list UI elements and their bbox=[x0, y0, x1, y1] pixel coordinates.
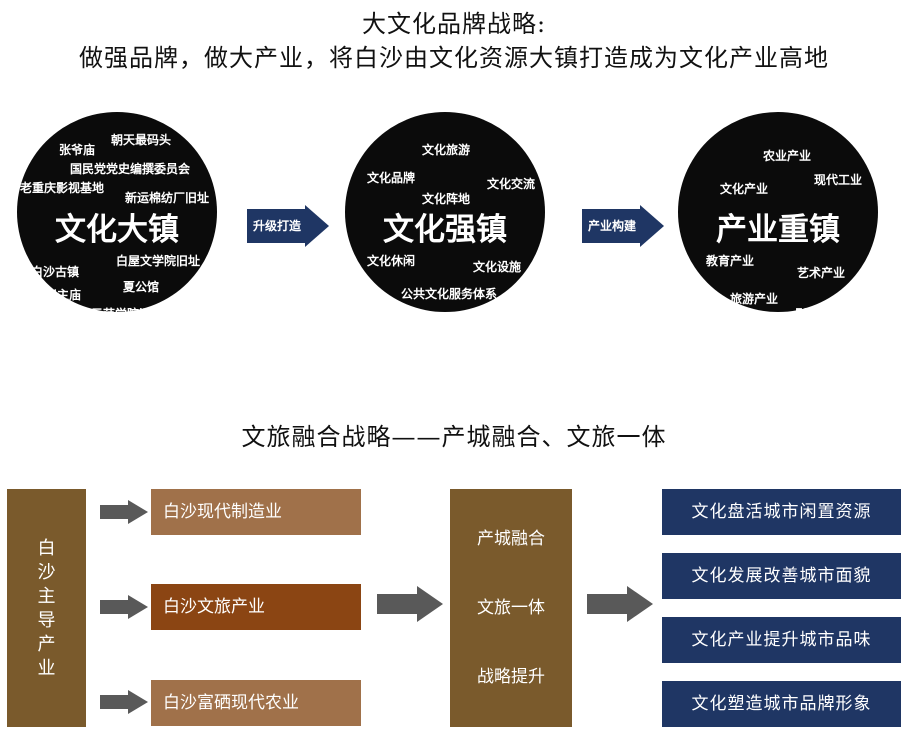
circle-item: 川主庙 bbox=[45, 288, 82, 302]
circle-item: 白屋文学院旧址 bbox=[116, 254, 201, 268]
circle-item: 现代工业 bbox=[814, 173, 863, 187]
industry-box: 白沙富硒现代农业 bbox=[151, 680, 361, 726]
circle-item: 女子示范学院旧址 bbox=[67, 307, 164, 321]
circle-item: 老重庆影视基地 bbox=[20, 181, 105, 195]
circle-item: 新运棉纺厂旧址 bbox=[125, 191, 210, 205]
circle-culture-strong-town: 文化强镇 文化旅游 文化品牌 文化交流 文化阵地 文化休闲 文化设施 公共文化服… bbox=[345, 112, 545, 328]
strategy-subtitle: 做强品牌，做大产业，将白沙由文化资源大镇打造成为文化产业高地 bbox=[79, 44, 829, 72]
circle-item: 文化产业 bbox=[720, 182, 769, 196]
industry-box: 白沙文旅产业 bbox=[151, 584, 361, 630]
upgrade-arrow-label: 升级打造 bbox=[247, 209, 307, 243]
industry-box: 白沙现代制造业 bbox=[151, 489, 361, 535]
arrow-right-icon bbox=[100, 595, 148, 619]
circle-item: 教育产业 bbox=[706, 254, 755, 268]
strategy-line: 战略提升 bbox=[477, 667, 545, 687]
circle-item: 文化设施 bbox=[473, 260, 522, 274]
circle-item: 国民党党史编撰委员会 bbox=[70, 162, 191, 176]
circle-item: 朝天最码头 bbox=[111, 133, 172, 147]
industry-build-arrow: 产业构建 bbox=[582, 205, 664, 247]
circle-item: 农业产业 bbox=[763, 149, 812, 163]
upgrade-arrow: 升级打造 bbox=[247, 205, 329, 247]
leading-industry-box: 白沙主导产业 bbox=[7, 489, 86, 727]
industry-build-arrow-label: 产业构建 bbox=[582, 209, 642, 243]
arrow-head-icon bbox=[305, 205, 329, 247]
circle-item: 文化品牌 bbox=[367, 171, 416, 185]
circle-culture-town: 文化大镇 张爷庙 朝天最码头 国民党党史编撰委员会 老重庆影视基地 新运棉纺厂旧… bbox=[17, 112, 217, 321]
arrow-right-icon bbox=[100, 500, 148, 524]
circle-item: 张爷庙 bbox=[59, 143, 96, 157]
strategy-box: 产城融合 文旅一体 战略提升 bbox=[450, 489, 572, 727]
circle-item: 文化交流 bbox=[487, 177, 536, 191]
arrow-right-icon bbox=[100, 690, 148, 714]
circle-industry-town: 产业重镇 农业产业 文化产业 现代工业 教育产业 艺术产业 旅游产业 影视产业 bbox=[678, 112, 878, 321]
result-box: 文化塑造城市品牌形象 bbox=[662, 681, 901, 727]
circle-item: 文化精品 bbox=[453, 314, 502, 328]
section-title: 文旅融合战略——产城融合、文旅一体 bbox=[241, 423, 667, 451]
circle-item: 艺术产业 bbox=[797, 266, 846, 280]
circle-main-label: 产业重镇 bbox=[716, 212, 840, 248]
strategy-line: 产城融合 bbox=[477, 529, 545, 549]
result-box: 文化发展改善城市面貌 bbox=[662, 553, 901, 599]
circle-main-label: 文化强镇 bbox=[383, 212, 507, 248]
arrow-head-icon bbox=[640, 205, 664, 247]
circle-item: 旅游产业 bbox=[730, 292, 779, 306]
result-box: 文化产业提升城市品味 bbox=[662, 617, 901, 663]
circle-item: 白沙古镇 bbox=[31, 265, 80, 279]
circle-item: 文化阵地 bbox=[422, 192, 471, 206]
result-box: 文化盘活城市闲置资源 bbox=[662, 489, 901, 535]
circle-item: 公共文化服务体系 bbox=[401, 287, 498, 301]
arrow-right-icon bbox=[587, 586, 653, 622]
circle-item: 文化旅游 bbox=[422, 143, 471, 157]
strategy-line: 文旅一体 bbox=[477, 598, 545, 618]
circle-item: 夏公馆 bbox=[123, 280, 160, 294]
strategy-title: 大文化品牌战略: bbox=[361, 10, 547, 38]
leading-industry-label: 白沙主导产业 bbox=[37, 538, 56, 679]
circle-main-label: 文化大镇 bbox=[55, 212, 179, 248]
circle-item: 文化休闲 bbox=[367, 254, 416, 268]
circle-item: 影视产业 bbox=[795, 307, 844, 321]
arrow-right-icon bbox=[377, 586, 443, 622]
